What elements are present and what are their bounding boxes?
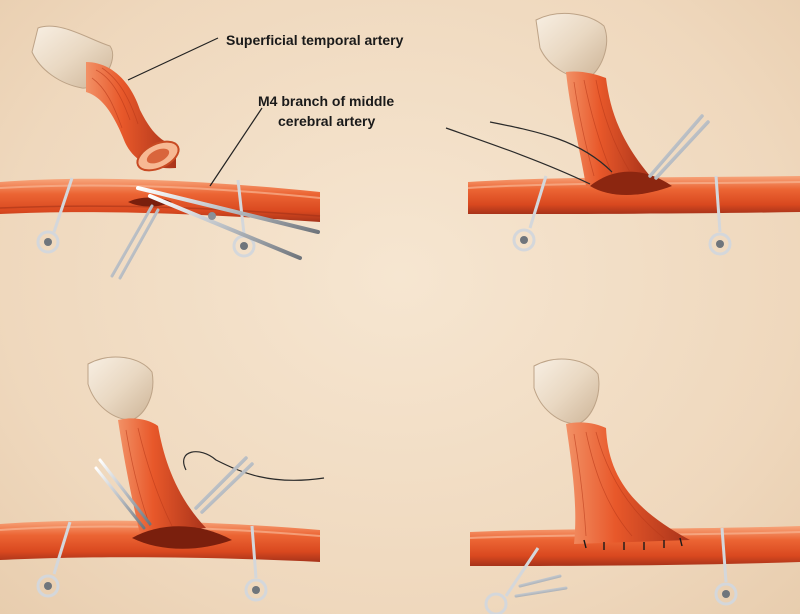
suture-knots <box>583 537 683 550</box>
needle-holder <box>194 456 254 514</box>
clip-applier <box>514 574 568 598</box>
panel-arteriotomy: Superficial temporal artery M4 branch of… <box>0 25 404 280</box>
microforceps <box>94 458 152 530</box>
temporary-clip-left <box>512 175 548 252</box>
suture-thread <box>183 451 325 481</box>
m4-label-line2: cerebral artery <box>278 113 376 129</box>
suture-thread <box>445 121 613 185</box>
sta-leader-line <box>127 37 219 81</box>
temporary-clip-left <box>36 521 72 598</box>
sta-donor-vessel <box>535 13 672 195</box>
sta-label: Superficial temporal artery <box>226 32 404 48</box>
temporary-clip-left <box>484 547 540 614</box>
temporary-clip-right <box>708 175 732 256</box>
microforceps <box>110 204 160 280</box>
needle-holder <box>648 114 710 180</box>
temporary-clip-right <box>244 525 268 602</box>
m4-label-line1: M4 branch of middle <box>258 93 394 109</box>
panel-sidewall-suture <box>0 356 325 602</box>
sta-donor-vessel <box>533 358 690 550</box>
temporary-clip-left <box>36 177 74 254</box>
sta-donor-vessel <box>87 356 232 549</box>
panel-heel-suture <box>445 13 800 256</box>
temporary-clip-right <box>714 527 738 606</box>
microscissors <box>136 186 320 260</box>
m4-leader-line <box>209 107 263 187</box>
panel-completed-anastomosis <box>469 358 800 614</box>
sta-donor-vessel <box>31 25 180 172</box>
